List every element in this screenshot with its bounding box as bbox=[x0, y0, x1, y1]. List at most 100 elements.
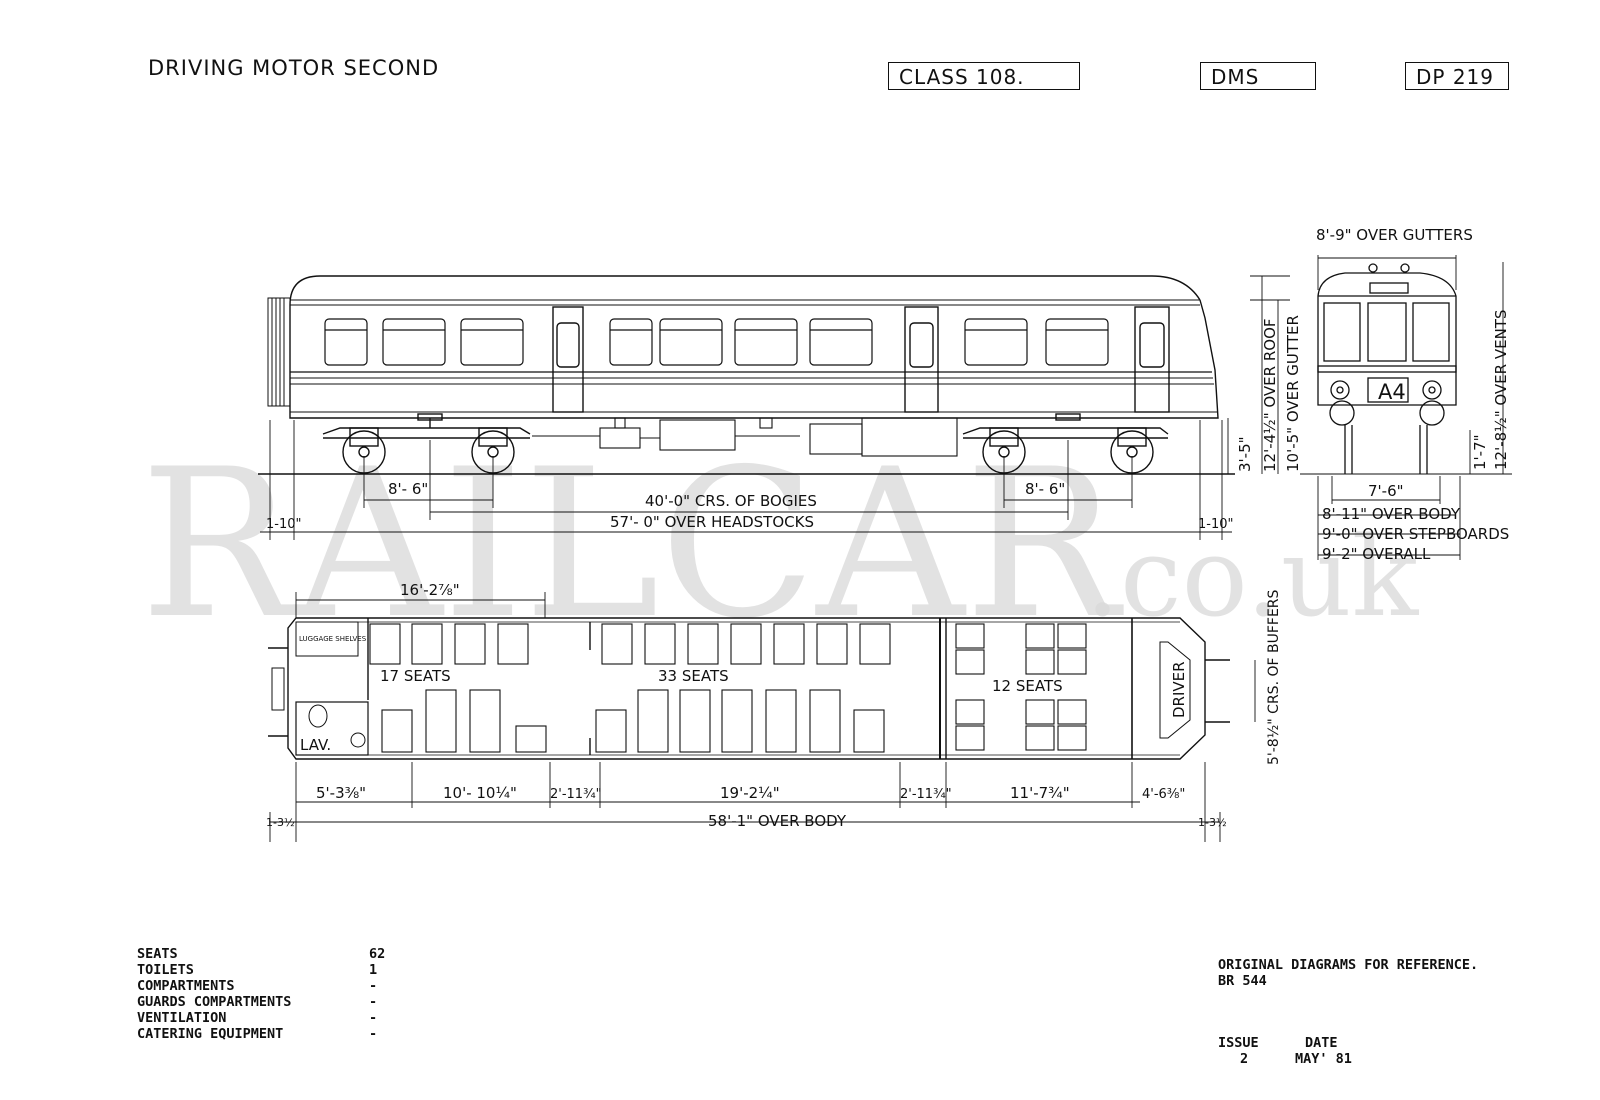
cab-window-left bbox=[1323, 302, 1361, 362]
headcode-box bbox=[1367, 377, 1409, 403]
over-vents: 12'-8½" OVER VENTS bbox=[1492, 310, 1510, 471]
diagram-title: DRIVING MOTOR SECOND bbox=[148, 56, 440, 80]
over-roof: 12'-4½" OVER ROOF bbox=[1261, 318, 1279, 472]
spec-label: SEATS bbox=[137, 946, 178, 962]
spec-row: CATERING EQUIPMENT - bbox=[137, 1026, 387, 1042]
spec-value: - bbox=[369, 1010, 378, 1026]
class-box: CLASS 108. bbox=[888, 62, 1080, 90]
spec-label: CATERING EQUIPMENT bbox=[137, 1026, 284, 1042]
plan-dimension-lines bbox=[269, 592, 1256, 842]
diagram-number: DP 219 bbox=[1416, 65, 1494, 89]
issue-label: ISSUE bbox=[1218, 1035, 1259, 1051]
date-block: DATE MAY' 81 bbox=[1295, 1035, 1352, 1067]
side-windows bbox=[324, 318, 1109, 366]
plan-dim-5: 2'-11¾" bbox=[900, 787, 952, 802]
end-elevation-labels: 8'-9" OVER GUTTERS A4 7'-6" 8'-11" OVER … bbox=[1316, 226, 1510, 563]
seats-upper bbox=[369, 623, 891, 665]
cab-door bbox=[1134, 306, 1170, 413]
spec-label: GUARDS COMPARTMENTS bbox=[137, 994, 292, 1010]
plan-end-left: 1-3½ bbox=[266, 816, 295, 829]
cab-window-centre bbox=[1367, 302, 1407, 362]
headcode-lamp bbox=[1369, 282, 1409, 294]
issue-block: ISSUE 2 bbox=[1218, 1035, 1259, 1067]
lamp-right bbox=[1422, 380, 1442, 400]
seat-group-3: 12 SEATS bbox=[992, 677, 1063, 695]
spec-value: - bbox=[369, 994, 378, 1010]
plan-dim-4: 19'-2¼" bbox=[720, 784, 780, 802]
overall-width: 9'-2" OVERALL bbox=[1322, 545, 1431, 563]
plan-dim-6: 11'-7¾" bbox=[1010, 784, 1070, 802]
driver-desk bbox=[1159, 641, 1191, 739]
spec-row: VENTILATION - bbox=[137, 1010, 387, 1026]
over-gutters: 8'-9" OVER GUTTERS bbox=[1316, 226, 1473, 244]
luggage-shelves bbox=[295, 621, 359, 657]
over-stepboards: 9'-0" OVER STEPBOARDS bbox=[1322, 525, 1509, 543]
type-code: DMS bbox=[1211, 65, 1260, 89]
luggage-label: LUGGAGE SHELVES bbox=[299, 635, 367, 643]
plan-dim-1: 5'-3⅜" bbox=[316, 784, 366, 802]
issue-value: 2 bbox=[1240, 1051, 1249, 1067]
reference-line-1: ORIGINAL DIAGRAMS FOR REFERENCE. bbox=[1218, 957, 1479, 973]
door-1 bbox=[552, 306, 584, 413]
lavatory bbox=[295, 701, 369, 756]
seat-group-2: 33 SEATS bbox=[658, 667, 729, 685]
diagram-number-box: DP 219 bbox=[1405, 62, 1509, 90]
plan-view bbox=[268, 592, 1256, 842]
side-elevation-labels: 8'- 6" 8'- 6" 40'-0" CRS. OF BOGIES 57'-… bbox=[266, 315, 1302, 532]
spec-value: - bbox=[369, 1026, 378, 1042]
reference-line-2: BR 544 bbox=[1218, 973, 1267, 989]
plan-over-body: 58'-1" OVER BODY bbox=[708, 812, 847, 830]
seat-group-1: 17 SEATS bbox=[380, 667, 451, 685]
date-value: MAY' 81 bbox=[1295, 1051, 1352, 1067]
spec-value: - bbox=[369, 978, 378, 994]
over-gutter: 10'-5" OVER GUTTER bbox=[1284, 315, 1302, 472]
spec-value: 62 bbox=[369, 946, 386, 962]
plan-dim-3: 2'-11¾" bbox=[550, 787, 602, 802]
specs-table: SEATS 62 TOILETS 1 COMPARTMENTS - GUARDS CO… bbox=[137, 946, 387, 1042]
date-label: DATE bbox=[1305, 1035, 1338, 1051]
lamp-left bbox=[1330, 380, 1350, 400]
driver-label: DRIVER bbox=[1170, 661, 1188, 718]
type-code-box: DMS bbox=[1200, 62, 1316, 90]
door-2 bbox=[904, 306, 939, 413]
spec-label: TOILETS bbox=[137, 962, 194, 978]
underframe-equipment bbox=[532, 417, 958, 457]
overhang-left: 1-10" bbox=[266, 517, 301, 532]
class-label: CLASS 108. bbox=[899, 65, 1025, 89]
over-headstocks: 57'- 0" OVER HEADSTOCKS bbox=[610, 513, 814, 531]
bogie-wheelbase-right: 8'- 6" bbox=[1025, 480, 1065, 498]
end-over-body: 8'-11" OVER BODY bbox=[1322, 505, 1461, 523]
seats-lower bbox=[381, 689, 885, 753]
body-outline bbox=[289, 299, 1219, 419]
headstock-height: 3'-5" bbox=[1236, 436, 1254, 472]
roof-line bbox=[289, 275, 1201, 306]
spec-row: SEATS 62 bbox=[137, 946, 387, 962]
cab-window-right bbox=[1412, 302, 1450, 362]
plan-top-dimension: 16'-2⅞" bbox=[400, 581, 460, 599]
plan-dim-7: 4'-6⅜" bbox=[1142, 787, 1185, 802]
lav-label: LAV. bbox=[300, 736, 331, 754]
spec-row: GUARDS COMPARTMENTS - bbox=[137, 994, 387, 1010]
bogie-wheelbase-left: 8'- 6" bbox=[388, 480, 428, 498]
headcode: A4 bbox=[1378, 380, 1406, 404]
track-width: 7'-6" bbox=[1368, 482, 1404, 500]
plan-labels: 16'-2⅞" LUGGAGE SHELVES 17 SEATS 33 SEAT… bbox=[266, 581, 1282, 830]
buffer-right bbox=[1419, 400, 1445, 426]
spec-label: VENTILATION bbox=[137, 1010, 227, 1026]
gangway-bellows bbox=[267, 297, 291, 407]
overhang-right: 1-10" bbox=[1198, 517, 1233, 532]
spec-value: 1 bbox=[369, 962, 378, 978]
buffer-left bbox=[1329, 400, 1355, 426]
spec-label: COMPARTMENTS bbox=[137, 978, 235, 994]
spec-row: TOILETS 1 bbox=[137, 962, 387, 978]
plan-dim-2: 10'- 10¼" bbox=[443, 784, 517, 802]
reference-note: ORIGINAL DIAGRAMS FOR REFERENCE. BR 544 bbox=[1218, 957, 1478, 989]
buffer-centres: 5'-8½" CRS. OF BUFFERS bbox=[1266, 589, 1282, 765]
bogie-centres: 40'-0" CRS. OF BOGIES bbox=[645, 492, 817, 510]
spec-row: COMPARTMENTS - bbox=[137, 978, 387, 994]
end-elevation bbox=[1300, 255, 1512, 560]
plan-end-right: 1-3½ bbox=[1198, 816, 1227, 829]
plan-outline bbox=[287, 617, 1206, 760]
side-elevation bbox=[258, 275, 1290, 540]
